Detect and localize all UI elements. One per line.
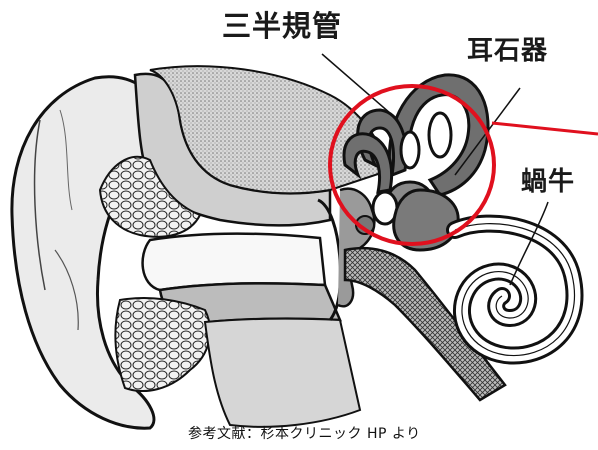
label-cochlea: 蝸牛 xyxy=(521,169,575,195)
temporal-bone-lower xyxy=(205,319,360,427)
highlight-pointer xyxy=(492,123,598,134)
tissue-lower xyxy=(115,298,210,391)
label-otolith-organ: 耳石器 xyxy=(467,38,548,64)
ear-canal xyxy=(143,234,325,290)
cochlea-spiral xyxy=(455,224,574,356)
label-semicircular-canals: 三半規管 xyxy=(222,12,342,41)
source-caption: 参考文献：杉本クリニック HP より xyxy=(188,423,421,443)
